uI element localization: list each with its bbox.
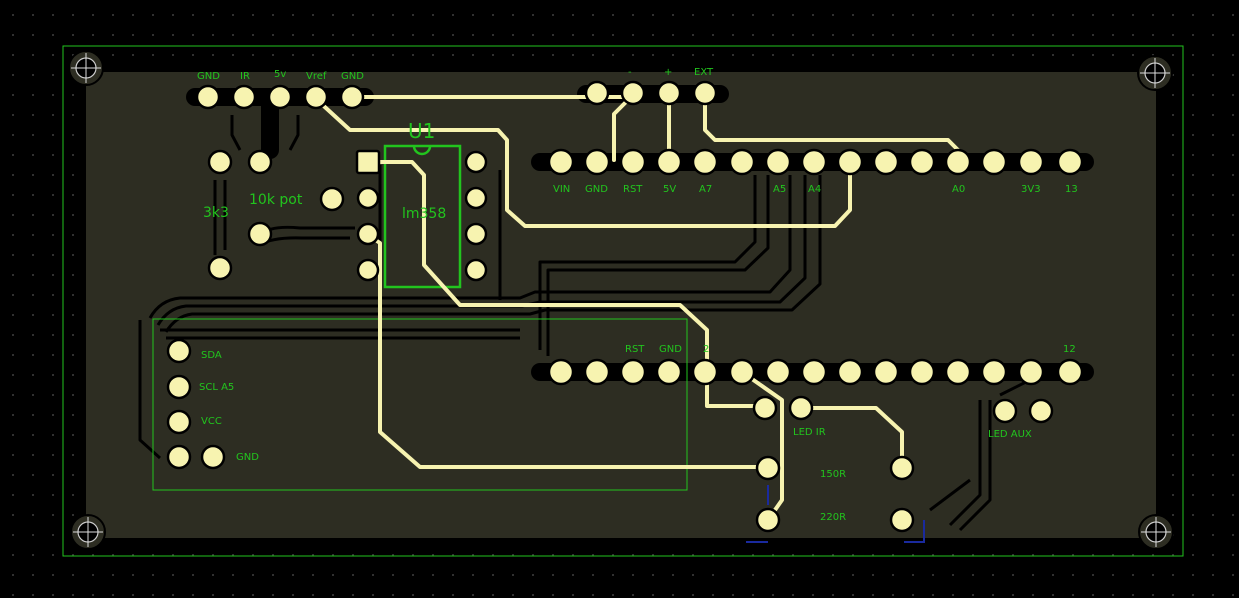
label-top-left-pin-4: Vref bbox=[306, 71, 327, 82]
board-outline bbox=[62, 45, 1184, 557]
label-top-left-pin-3: 5v bbox=[274, 69, 286, 80]
trace-led-ir bbox=[798, 406, 904, 470]
mounting-hole-bottom-right-icon bbox=[1138, 514, 1174, 550]
pads-3k3 bbox=[207, 149, 273, 281]
led-aux-label: LED AUX bbox=[988, 429, 1032, 440]
arduino-top-label-5v: 5V bbox=[663, 184, 676, 195]
led-ir-label: LED IR bbox=[793, 427, 826, 438]
label-top-left-pin-5: GND bbox=[341, 71, 364, 82]
arduino-top-label-gnd: GND bbox=[585, 184, 608, 195]
arduino-top-label-a7: A7 bbox=[699, 184, 712, 195]
label-top-right-pin-3: EXT bbox=[694, 67, 714, 78]
ic-u1-outline bbox=[383, 144, 462, 289]
resistor-150-label: 150R bbox=[820, 469, 846, 480]
arduino-bottom-label-rst: RST bbox=[625, 344, 645, 355]
mounting-hole-top-left-icon bbox=[68, 50, 104, 86]
i2c-label-vcc: VCC bbox=[201, 416, 222, 427]
arduino-top-label-rst: RST bbox=[623, 184, 643, 195]
pads-resistors bbox=[755, 455, 915, 533]
ic-u1-notch bbox=[412, 145, 432, 156]
arduino-bottom-label-12: 12 bbox=[1063, 344, 1076, 355]
ic-part-number: lm358 bbox=[402, 206, 446, 222]
arduino-bottom-label-gnd: GND bbox=[659, 344, 682, 355]
pads-pot bbox=[247, 186, 345, 247]
resistor-3k3-label: 3k3 bbox=[203, 205, 229, 221]
label-top-right-pin-1: - bbox=[628, 67, 632, 78]
arduino-top-label-a0: A0 bbox=[952, 184, 965, 195]
mounting-holes bbox=[68, 50, 1174, 550]
i2c-label-sda: SDA bbox=[201, 350, 222, 361]
i2c-label-gnd: GND bbox=[236, 452, 259, 463]
mounting-hole-bottom-left-icon bbox=[70, 514, 106, 550]
pads bbox=[166, 80, 1084, 533]
i2c-module-outline bbox=[152, 318, 688, 491]
resistor-220-label: 220R bbox=[820, 512, 846, 523]
arduino-top-label-3v3: 3V3 bbox=[1021, 184, 1041, 195]
pads-arduino-top bbox=[547, 148, 1084, 176]
ic-designator: U1 bbox=[408, 119, 435, 143]
i2c-label-scl: SCL A5 bbox=[199, 382, 234, 393]
mounting-hole-top-right-icon bbox=[1137, 55, 1173, 91]
pads-header-top-right bbox=[584, 80, 718, 106]
silkscreen-labels: GND IR 5v Vref GND - + EXT U1 lm358 10k … bbox=[197, 67, 1078, 523]
arduino-top-label-vin: VIN bbox=[553, 184, 570, 195]
pads-leds bbox=[752, 395, 1054, 424]
pot-label: 10k pot bbox=[249, 192, 303, 208]
pads-i2c bbox=[166, 338, 226, 470]
label-top-left-pin-2: IR bbox=[240, 71, 250, 82]
arduino-bottom-label-2: 2 bbox=[703, 344, 709, 355]
pads-ic bbox=[355, 149, 488, 282]
trace-vref bbox=[313, 96, 852, 228]
arduino-top-label-a5: A5 bbox=[773, 184, 786, 195]
label-top-left-pin-1: GND bbox=[197, 71, 220, 82]
pads-arduino-bottom bbox=[547, 358, 1084, 386]
arduino-top-label-a4: A4 bbox=[808, 184, 821, 195]
arduino-top-label-13: 13 bbox=[1065, 184, 1078, 195]
label-top-right-pin-2: + bbox=[664, 67, 672, 78]
pads-header-top-left bbox=[195, 84, 365, 110]
layer-markers bbox=[746, 485, 925, 543]
